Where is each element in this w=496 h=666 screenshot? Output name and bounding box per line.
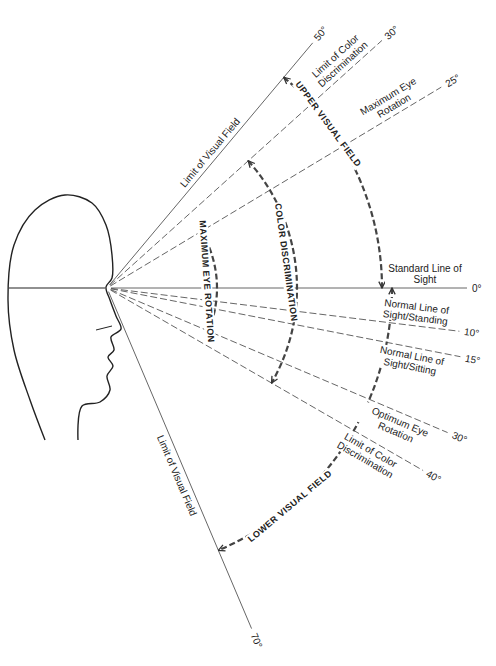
angle-label: 30° [449, 429, 469, 446]
line-label: Limit of Color Discrimination [298, 22, 380, 99]
line-label: Normal Line of Sight/Standing [375, 296, 457, 328]
angle-label: 15° [463, 352, 482, 366]
angle-label: 50° [311, 23, 330, 43]
angle-label: 30° [381, 22, 401, 42]
angle-label: 10° [463, 326, 481, 339]
angle-label: 0° [471, 283, 483, 294]
range-label: COLOR DISCRIMINATION [272, 202, 300, 324]
head-profile [8, 195, 121, 440]
line-label: Standard Line of Sight [385, 263, 465, 285]
eye-level-line [9, 287, 105, 288]
sight-line [110, 87, 441, 286]
range-label: MAXIMUM EYE ROTATION [197, 218, 217, 343]
line-label: Limit of Visual Field [143, 404, 212, 546]
angle-label: 70° [248, 630, 265, 650]
line-label: Maximum Eye Rotation [351, 71, 431, 131]
nose-line [96, 326, 112, 330]
line-label: Normal Line of Sight/Sitting [369, 343, 452, 380]
angle-label: 40° [424, 468, 444, 486]
angle-label: 25° [442, 72, 462, 90]
sight-line [110, 40, 382, 285]
range-label: UPPER VISUAL FIELD [292, 79, 364, 171]
sight-line [109, 292, 252, 629]
range-label: LOWER VISUAL FIELD [245, 467, 335, 545]
